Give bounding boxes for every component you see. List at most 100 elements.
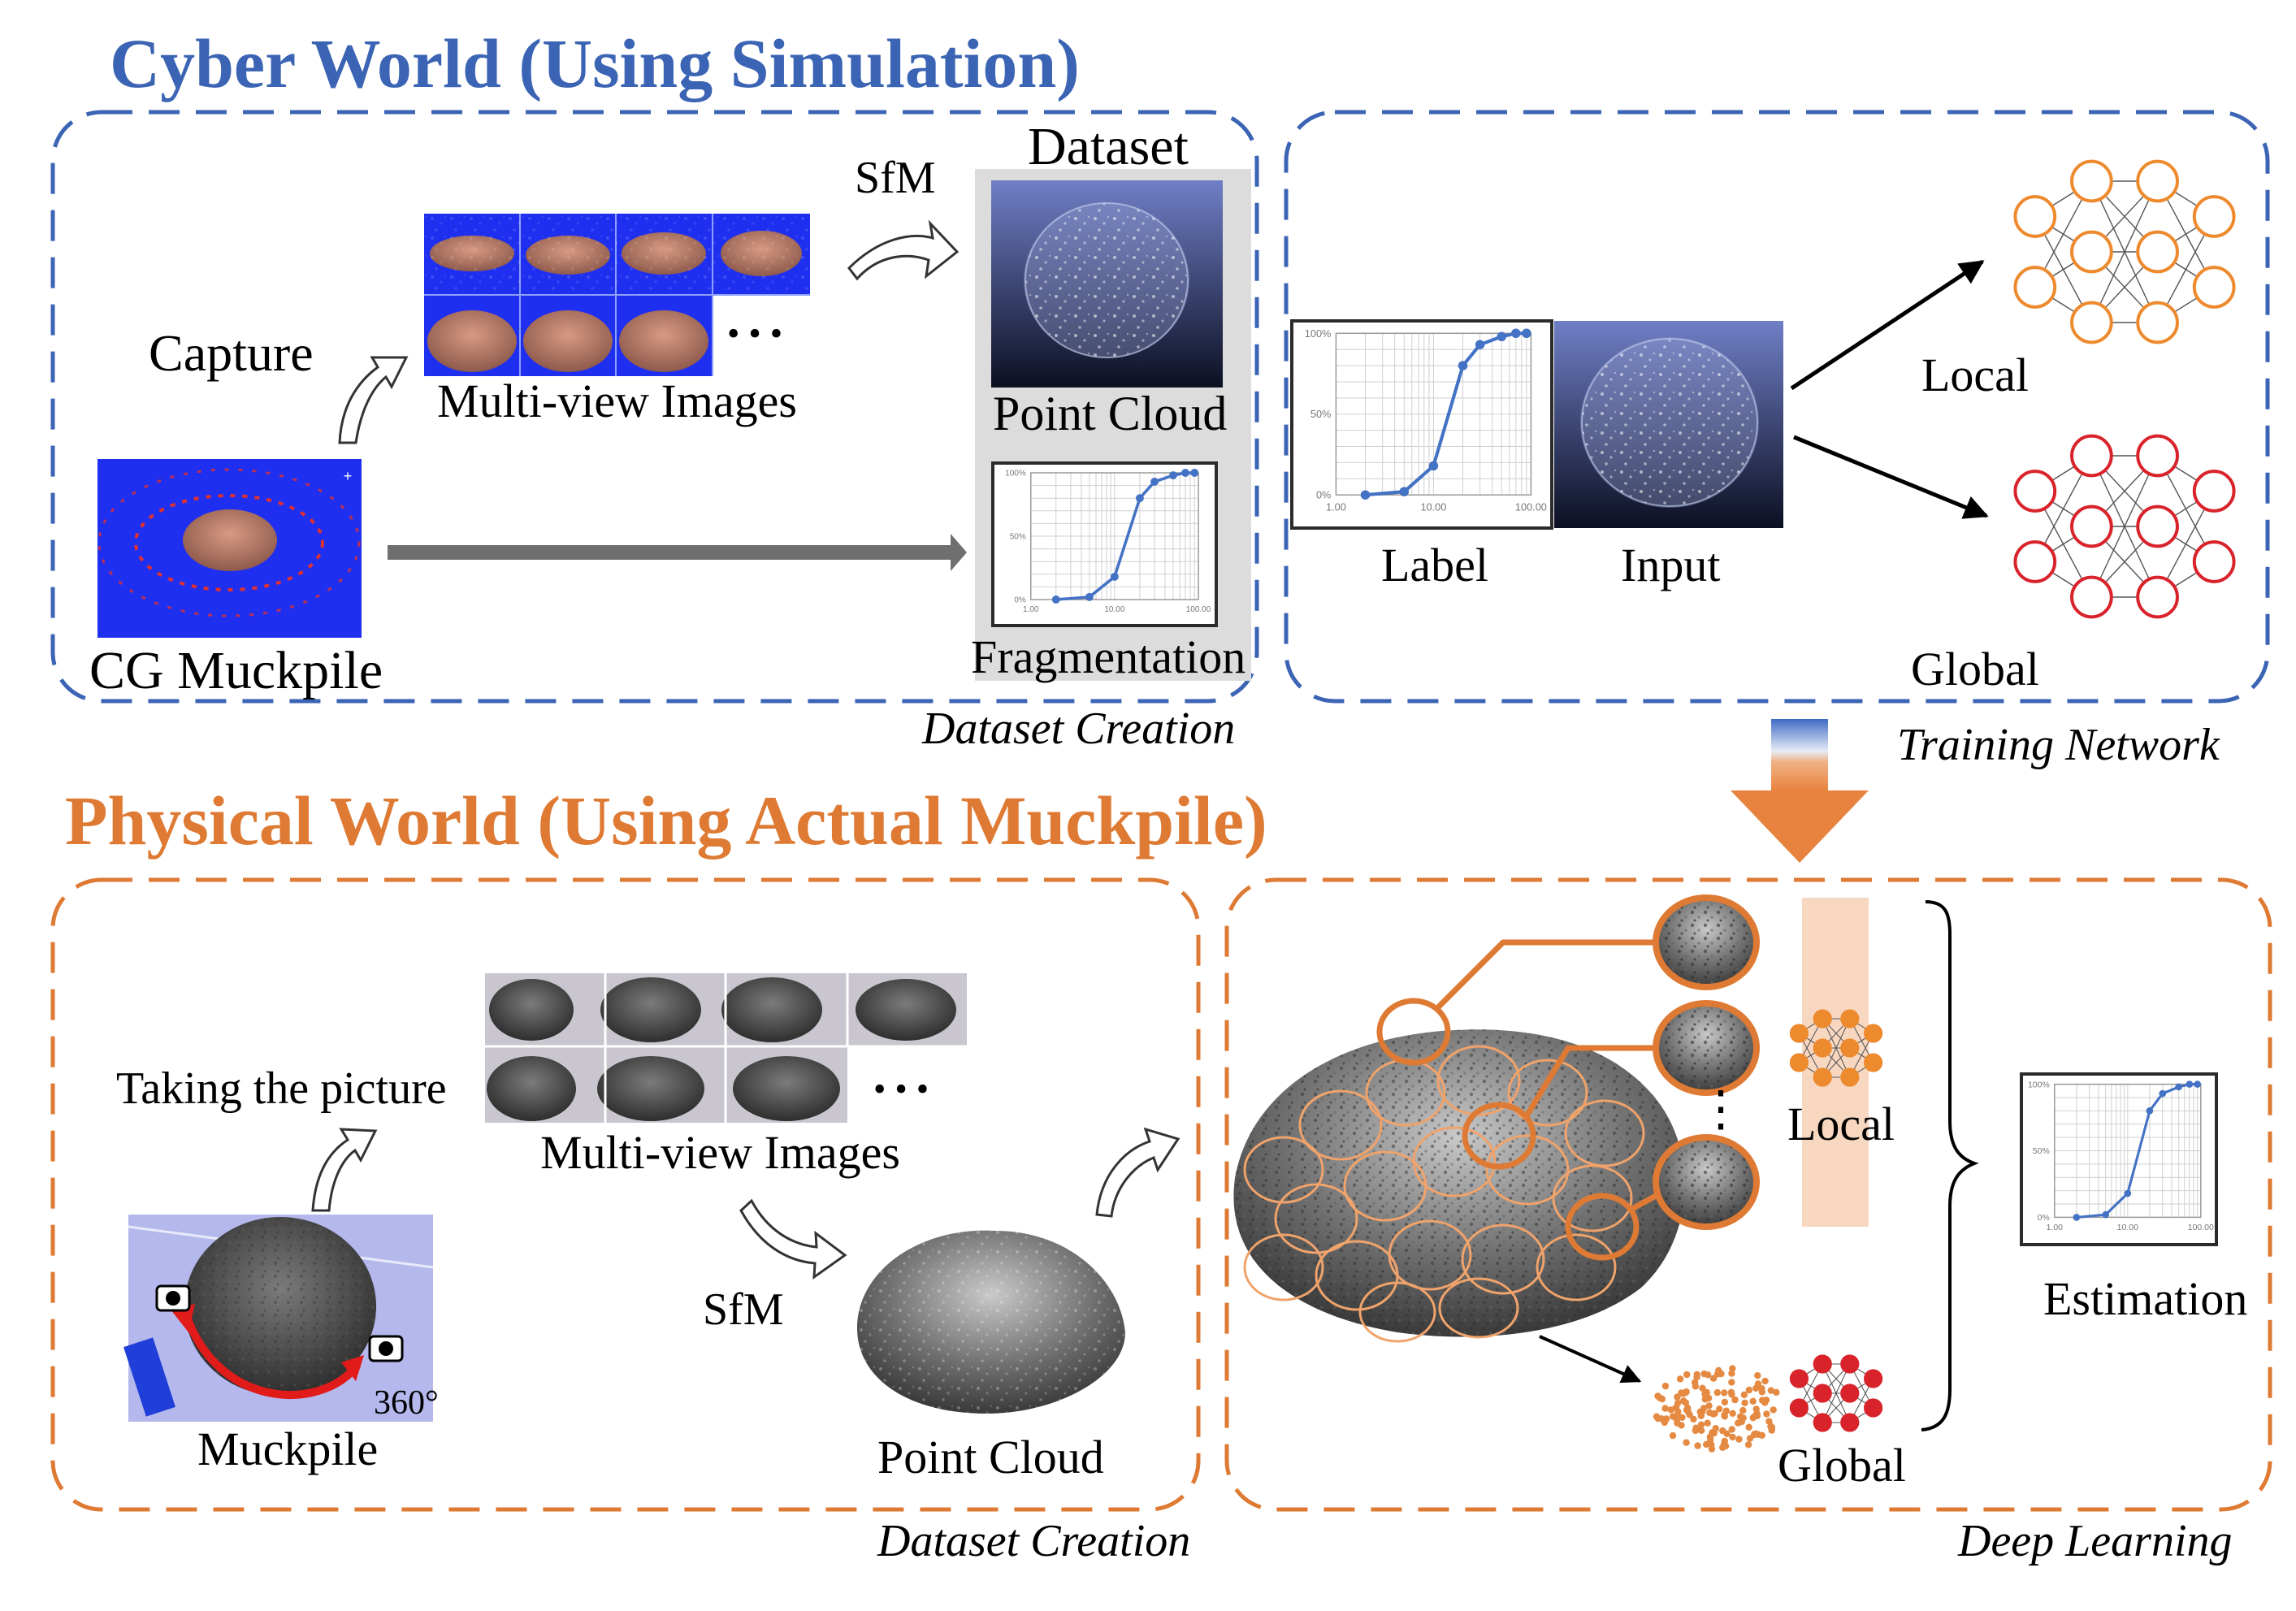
chart-data-point xyxy=(1458,361,1468,370)
physical-multiview-label: Multi-view Images xyxy=(540,1126,900,1179)
chart-data-point xyxy=(1150,477,1159,486)
network-node xyxy=(2013,540,2057,583)
network-node xyxy=(2136,159,2179,203)
chart-data-point xyxy=(2194,1080,2202,1088)
chart-data-point xyxy=(1360,490,1371,500)
global-sample-point xyxy=(1752,1384,1760,1392)
global-sample-point xyxy=(1728,1379,1735,1386)
network-node xyxy=(2070,230,2113,274)
degree-label: 360° xyxy=(374,1384,439,1422)
cyber-dataset-frame xyxy=(50,110,1259,704)
network-node xyxy=(1840,1038,1860,1058)
training-global-label: Global xyxy=(1911,643,2039,695)
global-sample-point xyxy=(1678,1422,1685,1429)
chart-x-tick-label: 100.00 xyxy=(2188,1223,2214,1232)
global-network-icon xyxy=(2013,434,2236,619)
chart-x-tick-label: 10.00 xyxy=(1104,605,1124,614)
global-sample-point xyxy=(1739,1406,1747,1414)
global-sample-point xyxy=(1699,1384,1706,1392)
global-sample-point xyxy=(1735,1419,1742,1427)
global-sample-point xyxy=(1693,1371,1700,1379)
chart-x-tick-label: 1.00 xyxy=(1326,500,1346,513)
global-sample-point xyxy=(1683,1388,1690,1397)
network-node xyxy=(1864,1398,1883,1418)
network-node xyxy=(1840,1413,1860,1432)
global-sample-point xyxy=(1715,1366,1722,1375)
global-sample-point xyxy=(1741,1399,1748,1407)
global-sample-point xyxy=(1713,1388,1721,1397)
chart-data-point xyxy=(1135,494,1144,503)
global-sample-point xyxy=(1751,1431,1758,1438)
muckpile-label: Muckpile xyxy=(197,1423,379,1475)
physical-dataset-frame xyxy=(50,877,1201,1512)
network-node xyxy=(2013,266,2057,309)
chart-data-point xyxy=(2175,1083,2183,1091)
chart-x-tick-label: 10.00 xyxy=(1420,500,1446,513)
physical-deep-learning-frame xyxy=(1224,877,2272,1512)
global-sample-point xyxy=(1703,1440,1710,1449)
cyber-multiview-label: Multi-view Images xyxy=(437,375,797,427)
cyber-world-title: Cyber World (Using Simulation) xyxy=(110,24,1080,102)
network-node xyxy=(2070,505,2113,548)
global-sample-point xyxy=(1709,1429,1716,1436)
network-node xyxy=(1813,1384,1832,1403)
chart-y-tick-label: 100% xyxy=(1005,470,1026,479)
global-sample-point xyxy=(1683,1406,1691,1414)
network-node xyxy=(2136,434,2179,478)
chart-data-point xyxy=(1428,461,1439,471)
global-sample-point xyxy=(1683,1439,1690,1446)
global-sample-point xyxy=(1728,1370,1735,1377)
global-sample-point xyxy=(1758,1388,1765,1396)
chart-data-point xyxy=(2124,1189,2132,1197)
global-network-small-icon xyxy=(1789,1354,1883,1432)
global-sample-point xyxy=(1744,1441,1752,1449)
global-sample-point xyxy=(1654,1392,1661,1400)
global-sample-point xyxy=(1740,1391,1748,1399)
to-deep-learning-curved-arrow xyxy=(1095,1127,1180,1218)
global-sample-point xyxy=(1690,1415,1697,1423)
chart-y-tick-label: 0% xyxy=(1316,489,1331,501)
network-node xyxy=(2136,505,2179,548)
chart-y-tick-label: 50% xyxy=(2033,1146,2050,1156)
network-node xyxy=(1840,1009,1860,1029)
sfm-curved-arrow-cyber xyxy=(847,219,960,281)
global-sample-point xyxy=(1767,1387,1774,1394)
taking-picture-curved-arrow xyxy=(311,1128,378,1212)
global-sample-point xyxy=(1701,1396,1709,1403)
network-node xyxy=(2013,470,2057,513)
physical-ellipsis: • • • xyxy=(873,1069,929,1109)
network-node xyxy=(2192,195,2236,238)
training-network-caption: Training Network xyxy=(1897,720,2220,770)
global-sample-point xyxy=(1705,1402,1713,1410)
deep-learning-local-label: Local xyxy=(1787,1098,1895,1150)
physical-world-title: Physical World (Using Actual Muckpile) xyxy=(65,782,1267,860)
global-sample-point xyxy=(1661,1382,1670,1390)
cg-muckpile-scene: + xyxy=(97,459,362,638)
global-sample-point xyxy=(1669,1431,1677,1440)
arrow-to-global-points xyxy=(1539,1335,1642,1384)
chart-data-point xyxy=(1190,469,1199,477)
global-sample-point xyxy=(1706,1409,1713,1417)
chart-frame xyxy=(2020,1072,2218,1246)
global-sample-point xyxy=(1672,1404,1680,1411)
network-node xyxy=(2070,575,2113,619)
global-sample-point xyxy=(1707,1436,1714,1444)
chart-data-point xyxy=(2186,1080,2194,1088)
network-node xyxy=(1813,1009,1832,1029)
chart-data-point xyxy=(1085,592,1094,601)
physical-point-cloud-label: Point Cloud xyxy=(877,1431,1104,1483)
network-edge xyxy=(1822,1363,1851,1423)
cyber-point-cloud-image xyxy=(991,180,1223,388)
global-sample-point xyxy=(1683,1371,1691,1379)
chart-data-point xyxy=(1051,595,1060,604)
network-node xyxy=(1813,1413,1832,1432)
chart-x-tick-label: 100.00 xyxy=(1515,500,1547,513)
network-node xyxy=(1864,1053,1883,1072)
chart-data-point xyxy=(1399,487,1410,496)
network-node xyxy=(2192,470,2236,513)
muckpile-point-cloud-patches xyxy=(1233,939,1685,1343)
chart-frame xyxy=(1290,319,1553,530)
network-node xyxy=(1840,1354,1860,1374)
